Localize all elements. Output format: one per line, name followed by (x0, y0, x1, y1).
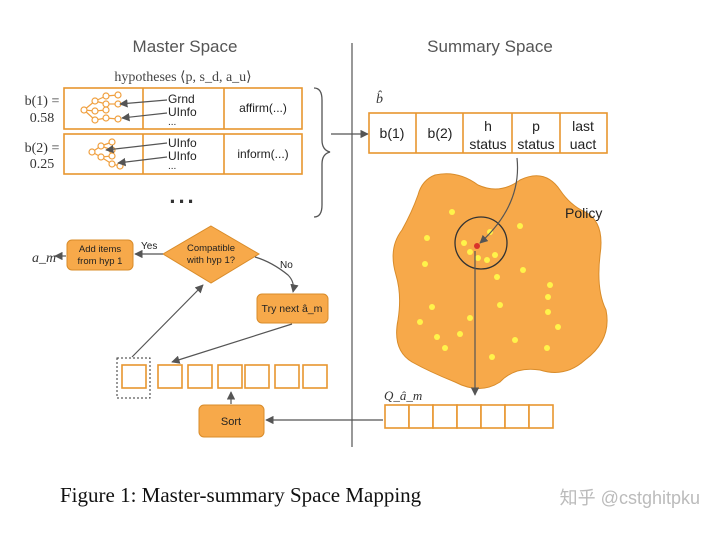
add-items-line: Add items (79, 244, 121, 255)
hypothesis-box (63, 133, 303, 175)
summary-cell: status (469, 136, 506, 152)
hyp-line: UInfo (168, 105, 197, 119)
hyp-line: ... (168, 161, 176, 172)
compatible-decision: Compatible with hyp 1? (162, 225, 260, 284)
decision-line: with hyp 1? (186, 255, 235, 266)
try-next-box: Try next â_m (256, 293, 329, 324)
summary-cell: h (484, 118, 492, 134)
belief-value: 0.58 (30, 111, 55, 126)
summary-cell: p (532, 118, 540, 134)
belief-point (474, 243, 480, 249)
current-action-highlight (116, 357, 151, 399)
summary-cell: b(1) (380, 125, 405, 141)
dialogue-act: affirm(...) (239, 101, 287, 115)
more-hypotheses-ellipsis: ... (169, 183, 196, 208)
tree-icon (80, 91, 122, 124)
hyp-line: Grnd (168, 92, 195, 106)
summary-cell: uact (570, 136, 597, 152)
dialogue-act: inform(...) (237, 147, 288, 161)
sort-box: Sort (198, 404, 265, 438)
watermark: 知乎 @cstghitpku (560, 488, 700, 508)
hyp-line: ... (168, 117, 176, 128)
master-space-heading: Master Space (133, 37, 238, 56)
summary-space-heading: Summary Space (427, 37, 553, 56)
hypothesis-row-1: b(1) = 0.58 Grnd UInfo ... affirm(...) (25, 87, 303, 130)
belief-value: 0.25 (30, 157, 55, 172)
hyp-line: UInfo (168, 149, 197, 163)
yes-label: Yes (141, 241, 157, 252)
q-value-vector (384, 404, 554, 429)
belief-to-policy-arrow (479, 157, 519, 244)
policy-region (392, 173, 608, 389)
sorted-action-list (116, 357, 328, 399)
hypotheses-label: hypotheses ⟨p, s_d, a_u⟩ (114, 70, 251, 85)
belief-label: b(1) = (25, 94, 60, 109)
no-label: No (280, 260, 293, 271)
belief-label: b(2) = (25, 141, 60, 156)
summary-cell: b(2) (428, 125, 453, 141)
brace (313, 87, 331, 218)
summary-cell: status (517, 136, 554, 152)
policy-points (417, 209, 561, 360)
tree-icon (88, 138, 124, 170)
summary-belief-vector: b(1) b(2) h status p status last uact (368, 112, 608, 154)
decision-line: Compatible (187, 243, 235, 254)
figure-caption: Figure 1: Master-summary Space Mapping (60, 483, 422, 507)
hyp-line: UInfo (168, 136, 197, 150)
q-label: Q_â_m (384, 388, 422, 403)
try-next-label: Try next â_m (262, 303, 323, 315)
add-items-box: Add items from hyp 1 (66, 239, 134, 271)
sort-label: Sort (221, 416, 241, 428)
add-items-line: from hyp 1 (78, 256, 123, 267)
b-hat-label: b̂ (376, 90, 383, 107)
policy-label: Policy (565, 205, 602, 221)
nearby-points (461, 229, 498, 263)
summary-cell: last (572, 118, 594, 134)
hypothesis-row-2: b(2) = 0.25 UInfo UInfo ... inform(...) (25, 133, 303, 175)
try-next-arrow (171, 323, 293, 364)
nearest-neighbor-circle (454, 216, 508, 270)
hypothesis-box (63, 87, 303, 130)
a-m-label: a_m (32, 251, 56, 266)
no-arrow (254, 256, 299, 293)
list-to-decision-arrow (131, 284, 204, 358)
